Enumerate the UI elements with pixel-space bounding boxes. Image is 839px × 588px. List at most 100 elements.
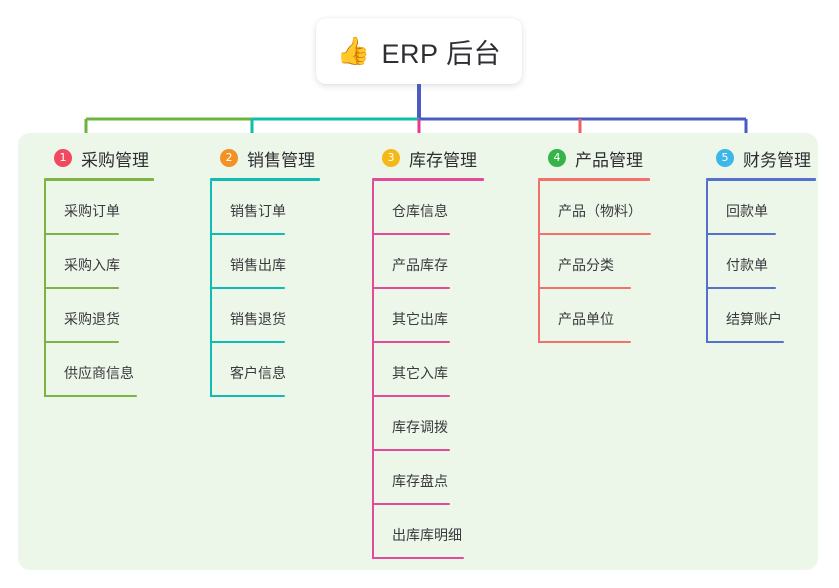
leaf-item-rule	[210, 395, 285, 397]
leaf-item-label: 销售退货	[230, 311, 286, 327]
leaf-item[interactable]: 产品分类	[530, 235, 690, 289]
leaf-item[interactable]: 付款单	[698, 235, 818, 289]
branch-items-5: 回款单付款单结算账户	[698, 181, 818, 343]
branch-column-2: 2 销售管理销售订单销售出库销售退货客户信息	[202, 140, 357, 397]
leaf-item[interactable]: 产品（物料）	[530, 181, 690, 235]
leaf-item[interactable]: 销售出库	[202, 235, 357, 289]
branch-items-1: 采购订单采购入库采购退货供应商信息	[36, 181, 191, 397]
branch-header-5[interactable]: 5 财务管理	[698, 140, 818, 176]
leaf-item[interactable]: 销售退货	[202, 289, 357, 343]
leaf-item-label: 库存调拨	[392, 419, 448, 435]
leaf-item[interactable]: 采购入库	[36, 235, 191, 289]
leaf-item-rule	[44, 341, 119, 343]
branches-panel	[18, 133, 818, 570]
leaf-item-label: 其它出库	[392, 311, 448, 327]
branch-title-2: 销售管理	[247, 150, 315, 170]
leaf-item-rule	[44, 287, 119, 289]
root-node-label: ERP 后台	[381, 38, 502, 69]
branch-title-1: 采购管理	[81, 150, 149, 170]
leaf-item-rule	[706, 341, 784, 343]
branch-items-3: 仓库信息产品库存其它出库其它入库库存调拨库存盘点出库库明细	[364, 181, 524, 559]
branch-title-4: 产品管理	[575, 150, 643, 170]
leaf-item-rule	[210, 287, 285, 289]
leaf-item[interactable]: 回款单	[698, 181, 818, 235]
branch-header-rule-4	[538, 178, 650, 181]
branch-items-4: 产品（物料） 产品分类产品单位	[530, 181, 690, 343]
leaf-item[interactable]: 出库库明细	[364, 505, 524, 559]
leaf-item-label: 销售订单	[230, 203, 286, 219]
leaf-item-label: 产品单位	[558, 311, 614, 327]
branch-title-3: 库存管理	[409, 150, 477, 170]
branch-spine-4	[538, 181, 540, 343]
leaf-item[interactable]: 结算账户	[698, 289, 818, 343]
leaf-item-rule	[372, 341, 450, 343]
branch-column-1: 1 采购管理采购订单采购入库采购退货供应商信息	[36, 140, 191, 397]
leaf-item-label: 采购订单	[64, 203, 120, 219]
branch-header-rule-3	[372, 178, 484, 181]
leaf-item[interactable]: 供应商信息	[36, 343, 191, 397]
leaf-item-rule	[538, 233, 651, 235]
leaf-item-label: 客户信息	[230, 365, 286, 381]
root-node[interactable]: 👍 ERP 后台	[316, 18, 522, 84]
leaf-item[interactable]: 客户信息	[202, 343, 357, 397]
leaf-item-label: 出库库明细	[392, 527, 462, 543]
thumbs-up-icon: 👍	[336, 35, 371, 67]
branch-header-rule-2	[210, 178, 320, 181]
leaf-item[interactable]: 其它入库	[364, 343, 524, 397]
leaf-item-rule	[706, 233, 776, 235]
leaf-item-label: 供应商信息	[64, 365, 134, 381]
leaf-item-label: 结算账户	[726, 311, 782, 327]
branch-badge-2: 2	[220, 149, 238, 167]
leaf-item-label: 回款单	[726, 203, 768, 219]
leaf-item-rule	[210, 233, 285, 235]
leaf-item-label: 付款单	[726, 257, 768, 273]
branch-spine-5	[706, 181, 708, 343]
branch-column-4: 4 产品管理产品（物料） 产品分类产品单位	[530, 140, 690, 343]
branch-header-rule-5	[706, 178, 816, 181]
branch-badge-1: 1	[54, 149, 72, 167]
leaf-item-rule	[372, 395, 450, 397]
leaf-item-rule	[210, 341, 285, 343]
leaf-item[interactable]: 产品库存	[364, 235, 524, 289]
leaf-item-label: 销售出库	[230, 257, 286, 273]
branch-header-rule-1	[44, 178, 154, 181]
leaf-item[interactable]: 产品单位	[530, 289, 690, 343]
leaf-item-rule	[706, 287, 776, 289]
leaf-item-rule	[538, 341, 631, 343]
branch-spine-3	[372, 181, 374, 559]
leaf-item-label: 采购入库	[64, 257, 120, 273]
leaf-item-rule	[372, 287, 450, 289]
leaf-item[interactable]: 销售订单	[202, 181, 357, 235]
branch-spine-1	[44, 181, 46, 397]
branch-items-2: 销售订单销售出库销售退货客户信息	[202, 181, 357, 397]
leaf-item[interactable]: 其它出库	[364, 289, 524, 343]
leaf-item-rule	[372, 557, 464, 559]
leaf-item-rule	[372, 503, 450, 505]
leaf-item-label: 产品库存	[392, 257, 448, 273]
branch-badge-5: 5	[716, 149, 734, 167]
branch-spine-2	[210, 181, 212, 397]
leaf-item-rule	[372, 233, 450, 235]
branch-column-5: 5 财务管理回款单付款单结算账户	[698, 140, 818, 343]
leaf-item-rule	[372, 449, 450, 451]
leaf-item-rule	[44, 233, 119, 235]
leaf-item-label: 其它入库	[392, 365, 448, 381]
leaf-item-label: 产品（物料）	[558, 203, 642, 219]
leaf-item[interactable]: 采购订单	[36, 181, 191, 235]
root-node-content: 👍 ERP 后台	[337, 32, 501, 71]
leaf-item[interactable]: 采购退货	[36, 289, 191, 343]
branch-header-1[interactable]: 1 采购管理	[36, 140, 191, 176]
leaf-item[interactable]: 仓库信息	[364, 181, 524, 235]
leaf-item[interactable]: 库存调拨	[364, 397, 524, 451]
branch-header-2[interactable]: 2 销售管理	[202, 140, 357, 176]
branch-title-5: 财务管理	[743, 150, 811, 170]
leaf-item-rule	[538, 287, 631, 289]
leaf-item[interactable]: 库存盘点	[364, 451, 524, 505]
branch-badge-4: 4	[548, 149, 566, 167]
leaf-item-label: 采购退货	[64, 311, 120, 327]
leaf-item-label: 产品分类	[558, 257, 614, 273]
branch-header-4[interactable]: 4 产品管理	[530, 140, 690, 176]
